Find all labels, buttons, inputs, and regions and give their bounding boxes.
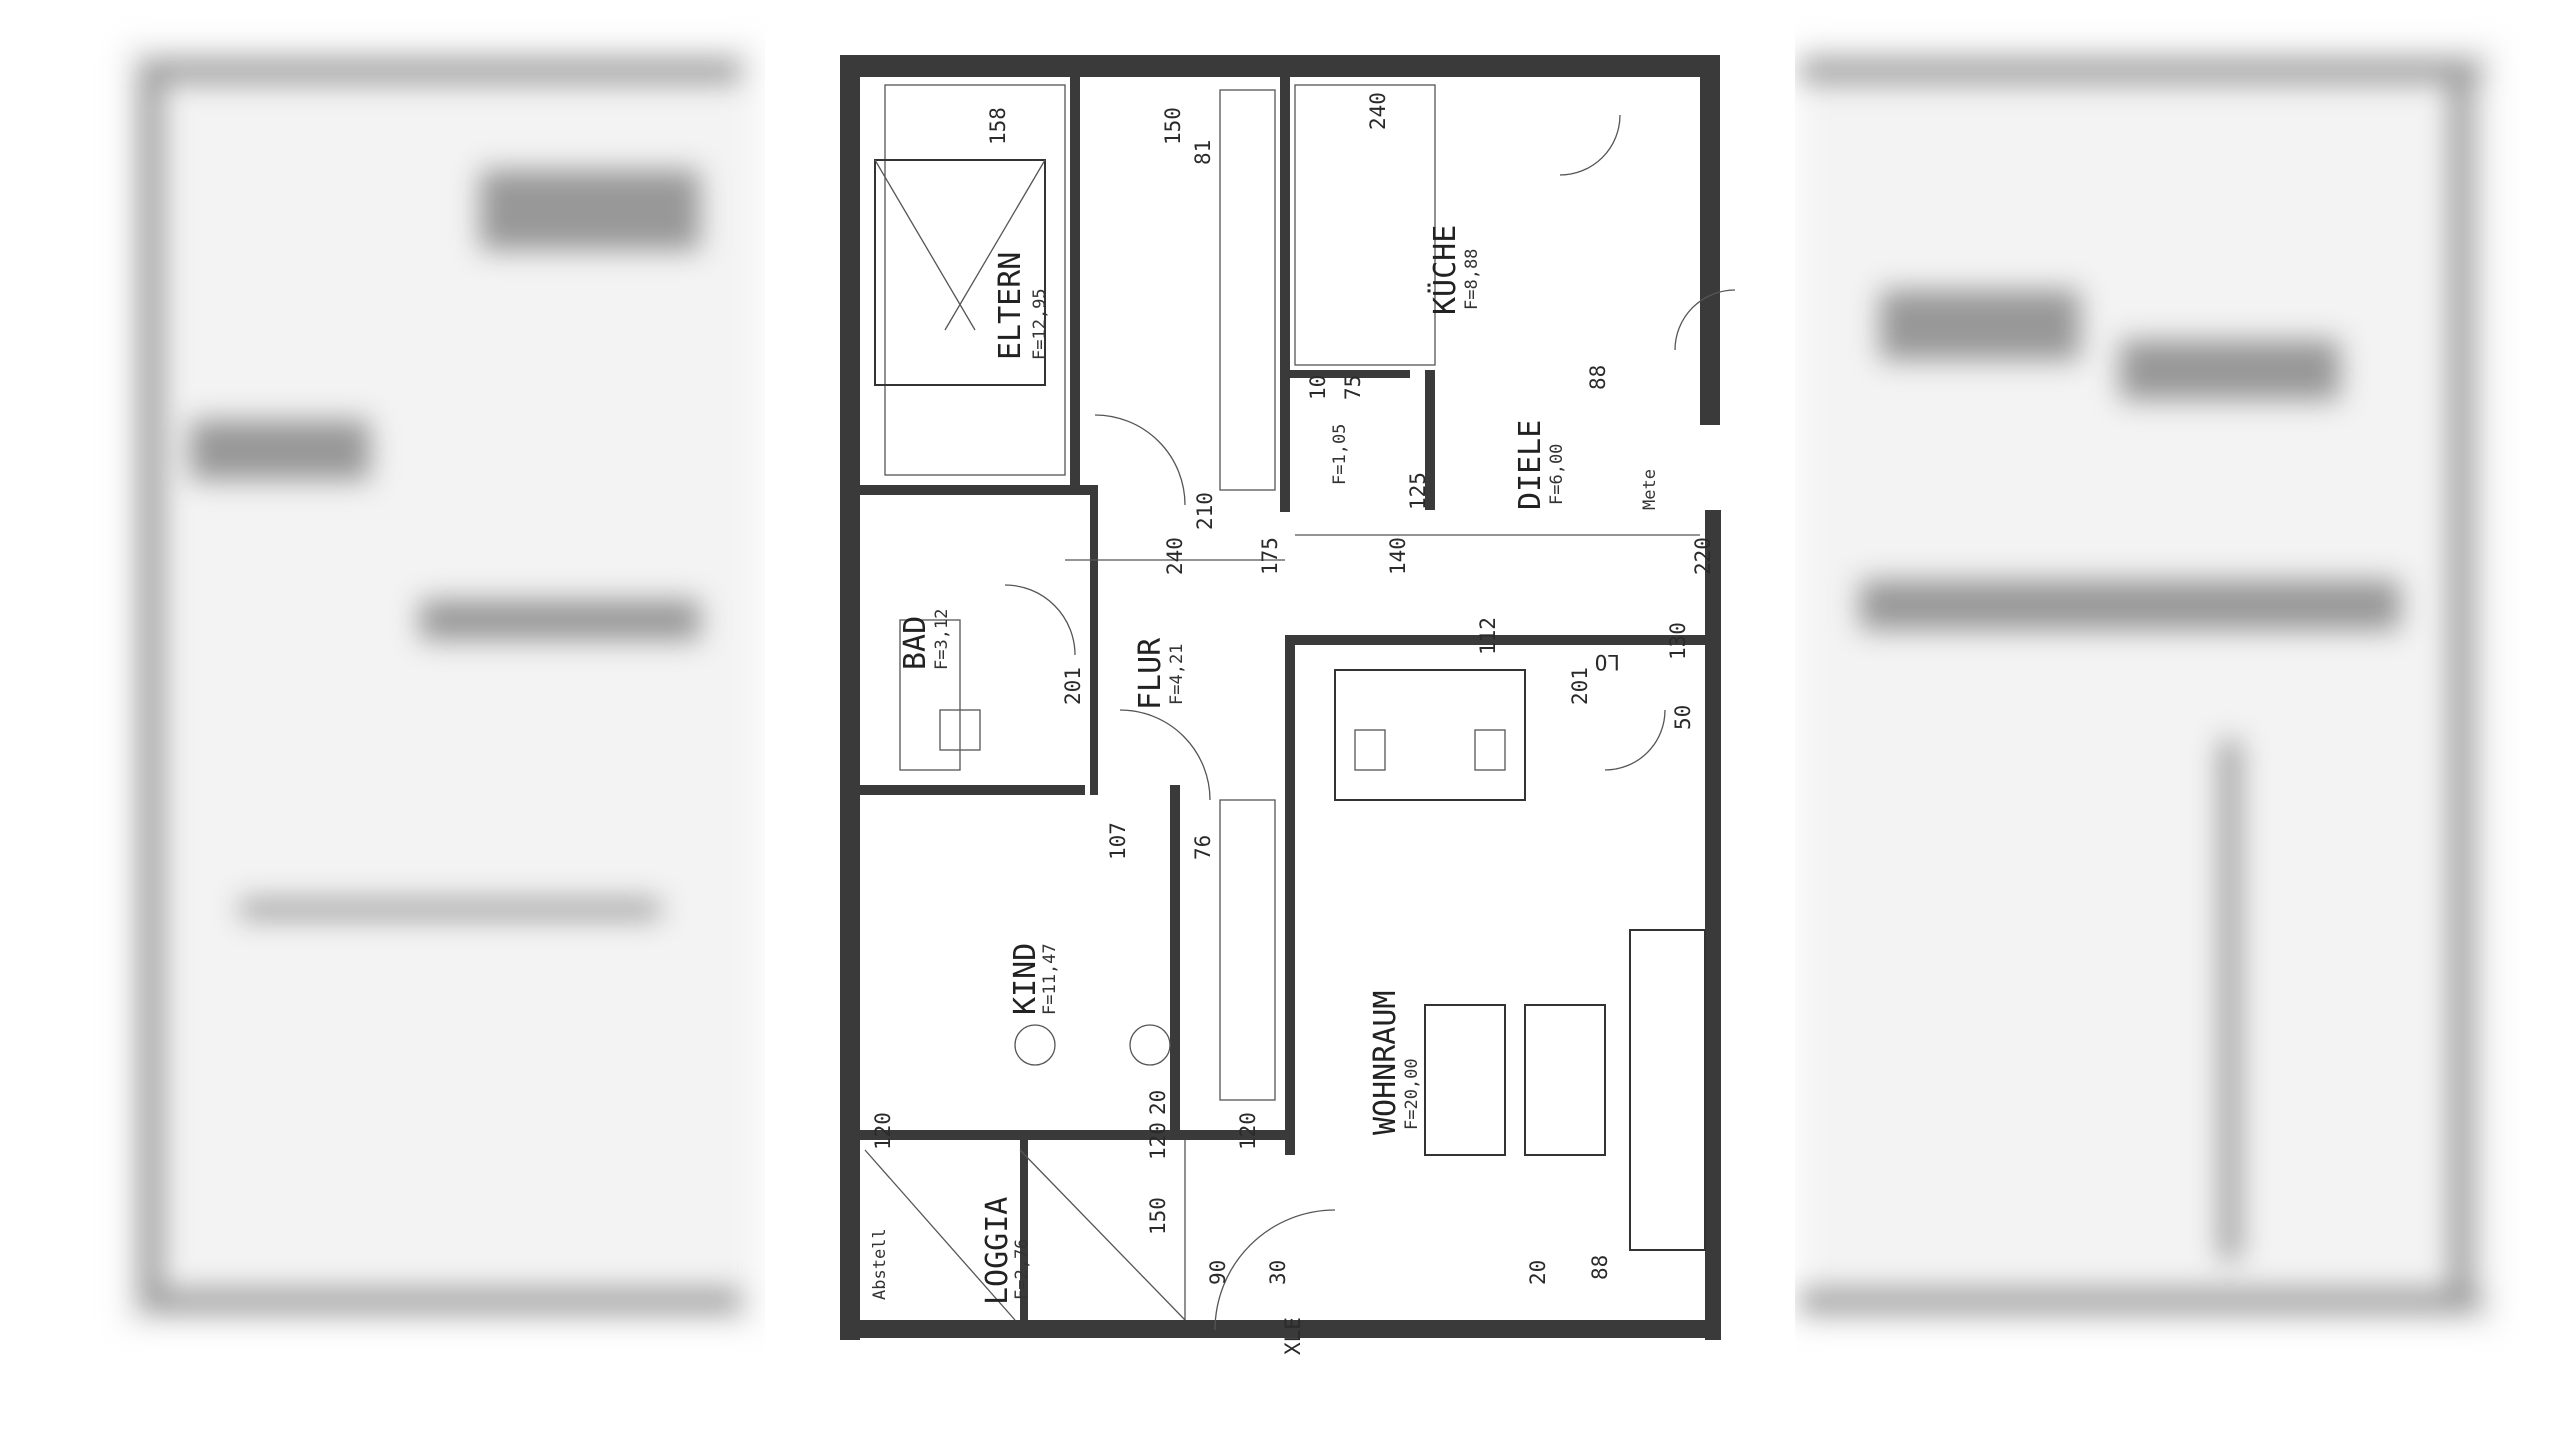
wardrobe-kind	[1219, 799, 1276, 1101]
misc-label: LO	[1595, 650, 1620, 674]
room-area: F=4,21	[1167, 644, 1187, 705]
dimension-label: 20	[1526, 1260, 1550, 1285]
dimension-label: 88	[1586, 365, 1610, 390]
washbasin	[939, 709, 981, 751]
armchair	[1524, 1004, 1606, 1156]
dimension-label: 150	[1161, 107, 1185, 145]
room-area: F=20,00	[1402, 1058, 1422, 1130]
dimension-label: 175	[1258, 537, 1282, 575]
room-area: F=6,00	[1547, 444, 1567, 505]
room-area: F=12,95	[1030, 288, 1050, 360]
bed-eltern	[874, 159, 1046, 386]
kueche-counter	[1294, 84, 1436, 366]
dimension-label: 140	[1386, 537, 1410, 575]
chair	[1474, 729, 1506, 771]
coffee-table	[1424, 1004, 1506, 1156]
kind-stool	[1014, 1024, 1056, 1066]
wall-wohnraum-west	[1285, 635, 1295, 1155]
wall-right-upper	[1700, 55, 1720, 425]
wall-wohnraum-north	[1285, 635, 1705, 645]
floor-plan-drawing: ELTERN F=12,95 KÜCHE F=8,88 DIELE F=6,00…	[840, 55, 1736, 1355]
room-label: KÜCHE	[1427, 225, 1463, 315]
door-arc-bad	[1004, 584, 1076, 656]
wall-eltern-east	[1070, 77, 1080, 487]
room-area: F=3,12	[932, 609, 952, 670]
dimension-label: 158	[986, 107, 1010, 145]
bathtub	[899, 619, 961, 771]
dimension-label: 30	[1266, 1260, 1290, 1285]
wall-diele-west	[1425, 370, 1435, 510]
wall-bad-flur	[1090, 485, 1098, 795]
door-arc-entrance	[1674, 289, 1736, 351]
dimension-label: 20	[1146, 1090, 1170, 1115]
wall-kueche-west	[1280, 77, 1290, 512]
dimension-label: 201	[1568, 667, 1592, 705]
door-arc-wohnraum	[1604, 709, 1666, 771]
dimension-label: 201	[1061, 667, 1085, 705]
wall-loggia-east	[1020, 1140, 1028, 1325]
dimension-label: 120	[1146, 1122, 1170, 1160]
room-area: F=8,88	[1462, 249, 1482, 310]
chair	[1354, 729, 1386, 771]
eltern-outline	[884, 84, 1066, 476]
misc-label: XLE	[1281, 1317, 1305, 1355]
dimension-label: 75	[1341, 375, 1365, 400]
wardrobe	[1219, 89, 1276, 491]
room-label: BAD	[898, 616, 933, 670]
wall-left	[840, 55, 860, 1340]
door-arc-loggia	[1214, 1209, 1336, 1331]
dimension-label: 130	[1666, 622, 1690, 660]
dimension-label: 125	[1406, 472, 1430, 510]
misc-label: Abstell	[870, 1228, 890, 1300]
wall-kueche-south	[1290, 370, 1410, 378]
dimension-label: 150	[1146, 1197, 1170, 1235]
wall-kind-east	[1170, 785, 1180, 1135]
dimension-label: 240	[1366, 92, 1390, 130]
wall-eltern-bad	[860, 485, 1090, 495]
door-arc-kueche	[1559, 114, 1621, 176]
blurred-background-right	[1800, 40, 2500, 1330]
wall-bad-kind	[860, 785, 1085, 795]
dimension-label: 10	[1306, 375, 1330, 400]
dimension-label: 88	[1588, 1255, 1612, 1280]
dimension-label: 90	[1206, 1260, 1230, 1285]
wall-kind-loggia	[860, 1130, 1290, 1140]
dimension-label: 220	[1691, 537, 1715, 575]
room-label: DIELE	[1513, 420, 1548, 510]
floor-plan-scan: ELTERN F=12,95 KÜCHE F=8,88 DIELE F=6,00…	[765, 30, 1795, 1360]
dining-table	[1334, 669, 1526, 801]
room-label: KIND	[1008, 943, 1043, 1015]
room-label: ELTERN	[993, 252, 1028, 360]
kind-stool	[1129, 1024, 1171, 1066]
wall-top	[840, 55, 1720, 77]
room-area: F=2,76	[1012, 1239, 1032, 1300]
dimension-label: 107	[1106, 822, 1130, 860]
door-arc-kind	[1119, 709, 1211, 801]
room-area: F=11,47	[1040, 943, 1060, 1015]
wall-right-lower	[1705, 510, 1721, 1340]
wall-bottom	[840, 1320, 1720, 1338]
room-label: LOGGIA	[980, 1197, 1015, 1305]
blurred-background-left	[120, 40, 760, 1330]
room-area: F=1,05	[1330, 424, 1350, 485]
dimension-label: 240	[1163, 537, 1187, 575]
door-arc-eltern	[1094, 414, 1186, 506]
dimension-label: 120	[1236, 1112, 1260, 1150]
dimension-label: 76	[1191, 835, 1215, 860]
dimension-label: 50	[1671, 705, 1695, 730]
dimension-label: 81	[1191, 140, 1215, 165]
dimension-label: 112	[1476, 617, 1500, 655]
misc-label: Mete	[1640, 469, 1660, 510]
room-label: WOHNRAUM	[1368, 991, 1403, 1136]
dimension-label: 210	[1193, 492, 1217, 530]
dimension-label: 120	[871, 1112, 895, 1150]
sofa	[1629, 929, 1706, 1251]
room-label: FLUR	[1133, 637, 1168, 710]
